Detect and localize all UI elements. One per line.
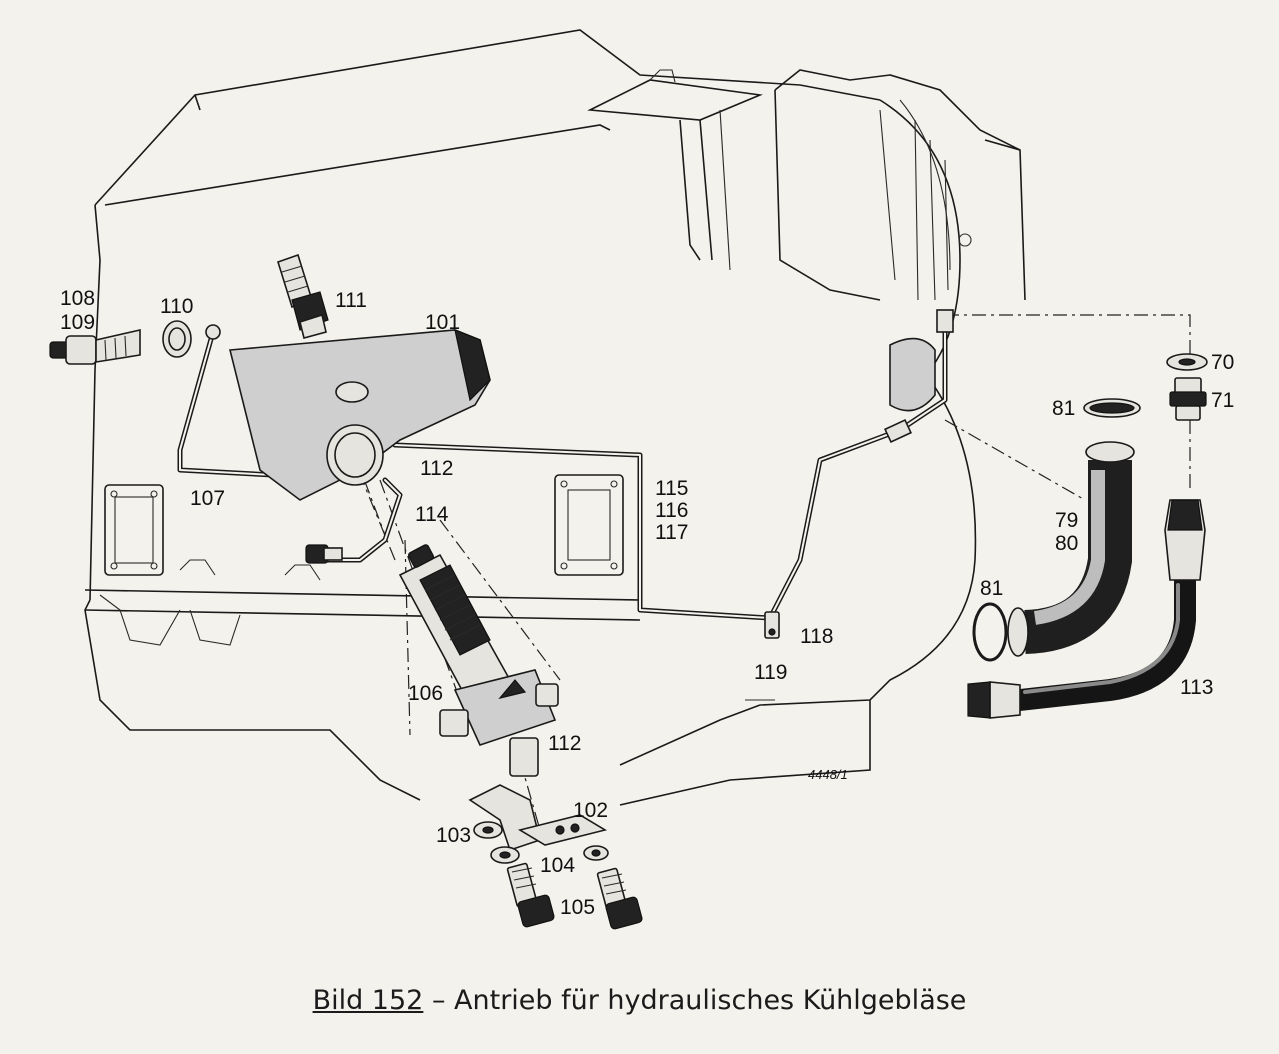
label-112-top: 112 — [420, 457, 454, 480]
label-118: 118 — [800, 625, 834, 648]
label-71: 71 — [1211, 389, 1235, 412]
label-81-bottom: 81 — [980, 577, 1004, 600]
figure-caption: Bild 152 – Antrieb für hydraulisches Küh… — [0, 985, 1279, 1016]
label-114: 114 — [415, 503, 449, 526]
pipe-107 — [177, 324, 333, 481]
label-108: 108 — [60, 287, 96, 310]
label-113: 113 — [1180, 676, 1214, 699]
washer-70 — [1166, 353, 1208, 371]
oil-pipe-115-117 — [392, 309, 954, 621]
label-115: 115 — [655, 477, 689, 500]
label-117: 117 — [655, 521, 689, 544]
bracket-101 — [228, 329, 491, 501]
label-103: 103 — [436, 824, 472, 847]
clip-118-119 — [764, 611, 780, 639]
pipe-114 — [305, 477, 403, 564]
label-109: 109 — [60, 311, 96, 334]
label-110: 110 — [160, 295, 194, 318]
hose-113 — [967, 499, 1206, 719]
ring-81-bottom — [972, 602, 1008, 662]
plug-108-109 — [49, 328, 141, 365]
label-107: 107 — [190, 487, 226, 510]
figure-number: Bild 152 — [312, 985, 424, 1016]
bracket-102 — [468, 784, 608, 852]
washer-110 — [162, 320, 192, 358]
label-111: 111 — [335, 289, 367, 312]
label-102: 102 — [573, 799, 609, 822]
drawing-number: 4448/1 — [808, 767, 848, 782]
elbow-hose-79-80 — [1007, 441, 1135, 657]
fan-elbow — [889, 337, 936, 412]
fitting-111 — [277, 253, 329, 339]
caption-title: Antrieb für hydraulisches Kühlgebläse — [454, 985, 967, 1016]
label-79: 79 — [1055, 509, 1079, 532]
washers-103-104 — [473, 821, 609, 864]
label-81-top: 81 — [1052, 397, 1076, 420]
label-105: 105 — [560, 896, 596, 919]
caption-separator: – — [423, 985, 455, 1016]
label-80: 80 — [1055, 532, 1079, 555]
label-116: 116 — [655, 499, 689, 522]
label-104: 104 — [540, 854, 576, 877]
filter-106 — [398, 544, 559, 777]
label-112-bottom: 112 — [548, 732, 582, 755]
label-70: 70 — [1211, 351, 1235, 374]
label-119: 119 — [754, 661, 788, 684]
bolts-105 — [506, 862, 643, 930]
ring-81-top — [1083, 398, 1141, 418]
union-71 — [1169, 377, 1207, 421]
label-101: 101 — [425, 311, 461, 334]
engine-block-outline — [84, 29, 1026, 806]
label-106: 106 — [408, 682, 444, 705]
